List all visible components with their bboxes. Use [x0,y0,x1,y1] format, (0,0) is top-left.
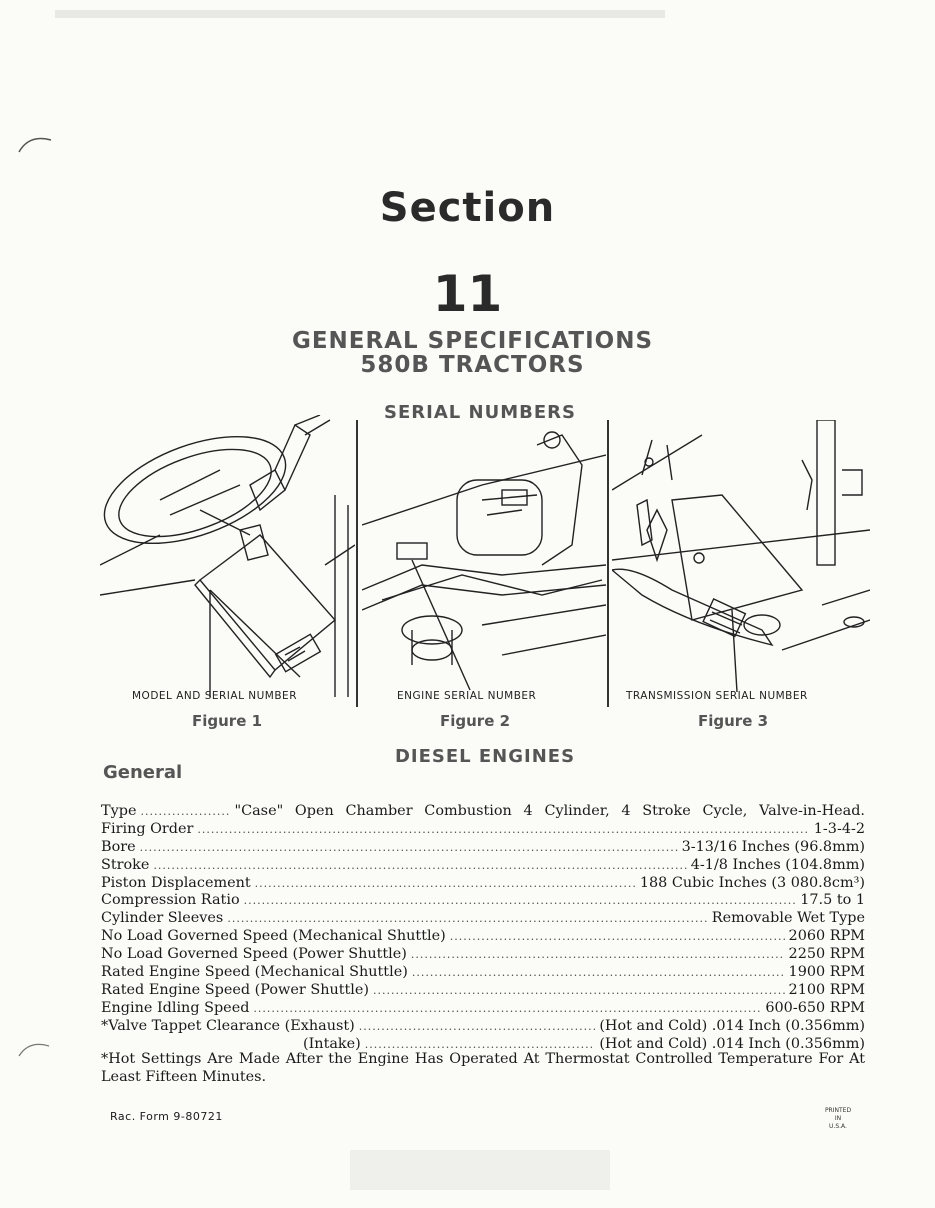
spec-value: Removable Wet Type [711,910,865,927]
spec-row-no-load-mechanical: No Load Governed Speed (Mechanical Shutt… [101,928,865,946]
printed-in-usa-mark: PRINTED IN U.S.A. [818,1107,858,1131]
spec-label: No Load Governed Speed (Power Shuttle) [101,946,407,963]
spec-value: 17.5 to 1 [800,892,865,909]
spec-row-stroke: Stroke 4-1/8 Inches (104.8mm) [101,857,865,875]
spec-value: 4-1/8 Inches (104.8mm) [690,856,865,873]
spec-value: 1-3-4-2 [813,820,865,837]
spec-label: Type [101,803,137,819]
spec-label: Cylinder Sleeves [101,910,224,927]
leader-dots [412,964,785,982]
spec-label: Rated Engine Speed (Mechanical Shuttle) [101,964,408,981]
spec-row-piston-displacement: Piston Displacement 188 Cubic Inches (3 … [101,875,865,893]
scan-mark-left [18,1043,50,1057]
spec-row-idling-speed: Engine Idling Speed 600-650 RPM [101,1000,865,1018]
leader-dots [359,1018,596,1036]
figure-3-label: Figure 3 [698,712,769,730]
section-word: Section [379,185,556,231]
serial-numbers-heading: SERIAL NUMBERS [384,402,576,423]
spec-label: Rated Engine Speed (Power Shuttle) [101,981,370,998]
figure-2-label: Figure 2 [440,712,511,730]
spec-value: 2100 RPM [788,981,865,998]
figure-1-label: Figure 1 [192,712,263,730]
printed-mark-line-1: PRINTED [824,1107,852,1114]
spec-label: (Intake) [303,1035,361,1052]
spec-value: (Hot and Cold) .014 Inch (0.356mm) [599,1017,865,1034]
spec-label: Bore [101,838,136,855]
leader-dots [255,875,636,893]
figure-2-caption: ENGINE SERIAL NUMBER [397,690,537,702]
leader-dots [411,946,785,964]
spec-row-bore: Bore 3-13/16 Inches (96.8mm) [101,839,865,857]
spec-label: Stroke [101,856,150,873]
leader-dots [197,821,809,839]
spec-value: 1900 RPM [788,964,865,981]
spec-value: 188 Cubic Inches (3 080.8cm³) [639,874,865,891]
hot-settings-footnote: *Hot Settings Are Made After the Engine … [101,1051,865,1085]
spec-list: Type "Case" Open Chamber Combustion 4 Cy… [101,803,865,1053]
form-number: Rac. Form 9-80721 [110,1110,223,1123]
spec-label: Firing Order [101,820,194,837]
spec-row-cylinder-sleeves: Cylinder Sleeves Removable Wet Type [101,910,865,928]
leader-dots [253,1000,761,1018]
figure-divider-2 [607,420,609,707]
scan-smudge-top [55,10,665,18]
scan-mark-top-left [18,137,52,153]
page-title-line-2: 580B TRACTORS [360,352,585,378]
spec-label: Piston Displacement [101,874,251,891]
general-subheading: General [103,762,183,783]
spec-row-tappet-exhaust: *Valve Tappet Clearance (Exhaust) (Hot a… [101,1018,865,1036]
leader-dots [244,892,797,910]
printed-mark-line-3: U.S.A. [829,1123,847,1130]
spec-value: 2060 RPM [788,928,865,945]
spec-value: (Hot and Cold) .014 Inch (0.356mm) [599,1035,865,1052]
spec-label: Engine Idling Speed [101,999,250,1016]
spec-row-tappet-intake: (Intake) (Hot and Cold) .014 Inch (0.356… [101,1036,865,1054]
section-number: 11 [432,265,503,323]
spec-value: 3-13/16 Inches (96.8mm) [681,838,865,855]
scan-smudge-bottom [350,1150,610,1190]
spec-row-rated-mechanical: Rated Engine Speed (Mechanical Shuttle) … [101,964,865,982]
leader-dots [140,839,678,857]
diesel-engines-heading: DIESEL ENGINES [394,746,576,767]
spec-row-firing-order: Firing Order 1-3-4-2 [101,821,865,839]
spec-row-rated-power: Rated Engine Speed (Power Shuttle) 2100 … [101,982,865,1000]
spec-value: 2250 RPM [788,946,865,963]
figure-divider-1 [356,420,358,707]
spec-label: Compression Ratio [101,892,240,909]
spec-value: 600-650 RPM [765,999,865,1016]
leader-dots [227,910,707,928]
spec-label: *Valve Tappet Clearance (Exhaust) [101,1017,355,1034]
spec-value: "Case" Open Chamber Combustion 4 Cylinde… [234,803,865,819]
leader-dots [373,982,785,1000]
figure-1-caption: MODEL AND SERIAL NUMBER [132,690,297,702]
spec-row-no-load-power: No Load Governed Speed (Power Shuttle) 2… [101,946,865,964]
page-title-line-1: GENERAL SPECIFICATIONS [291,328,654,354]
leader-dots [153,857,686,875]
figure-3-illustration [612,420,870,693]
printed-mark-line-2: IN [834,1115,842,1122]
figure-1-illustration [100,415,355,697]
leader-dots [450,928,785,946]
leader-dots [140,803,230,821]
spec-row-compression-ratio: Compression Ratio 17.5 to 1 [101,892,865,910]
figure-3-caption: TRANSMISSION SERIAL NUMBER [626,690,808,702]
figure-2-illustration [362,431,606,691]
spec-row-type: Type "Case" Open Chamber Combustion 4 Cy… [101,803,865,821]
spec-label: No Load Governed Speed (Mechanical Shutt… [101,928,446,945]
